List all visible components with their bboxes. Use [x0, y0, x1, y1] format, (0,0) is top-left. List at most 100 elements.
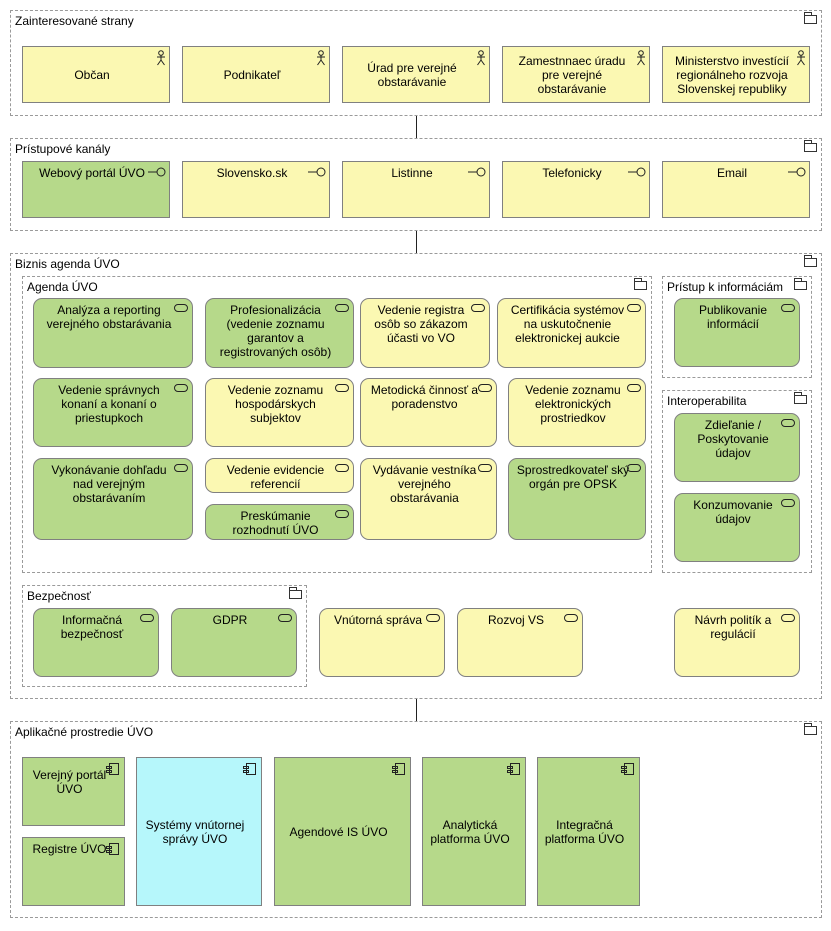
service-icon	[478, 384, 492, 392]
service-box[interactable]: Vedenie registra osôb so zákazom účasti …	[360, 298, 490, 368]
component-box[interactable]: Analytická platforma ÚVO	[422, 757, 526, 906]
connector-line	[416, 116, 417, 138]
service-icon	[335, 384, 349, 392]
actor-label: Ministerstvo investícií regionálneho roz…	[674, 53, 790, 96]
service-box[interactable]: Metodická činnosť a poradenstvo	[360, 378, 497, 447]
service-box[interactable]: Vedenie správnych konaní a konaní o prie…	[33, 378, 193, 447]
channel-label: Webový portál ÚVO	[39, 166, 145, 180]
component-icon	[621, 763, 634, 775]
actor-label: Zamestnnaec úradu pre verejné obstarávan…	[518, 53, 626, 96]
service-box[interactable]: Vydávanie vestníka verejného obstarávani…	[360, 458, 497, 540]
service-box[interactable]: Preskúmanie rozhodnutí ÚVO	[205, 504, 354, 540]
service-label: Vykonávanie dohľadu nad verejným obstará…	[51, 463, 167, 505]
service-icon	[335, 510, 349, 518]
interface-icon	[788, 167, 806, 177]
service-box[interactable]: Vnútorná správa	[319, 608, 445, 677]
service-label: Analýza a reporting verejného obstarávan…	[46, 303, 172, 331]
channel-label: Telefonicky	[542, 166, 602, 180]
service-box[interactable]: Vedenie zoznamu elektronických prostried…	[508, 378, 646, 447]
folder-icon	[804, 723, 817, 735]
service-label: Konzumovanie údajov	[693, 498, 773, 526]
component-icon	[106, 843, 119, 855]
service-icon	[278, 614, 292, 622]
actor-box[interactable]: Podnikateľ	[182, 46, 330, 103]
service-label: Vydávanie vestníka verejného obstarávani…	[372, 463, 477, 505]
service-label: Vedenie registra osôb so zákazom účasti …	[374, 303, 468, 345]
service-label: Zdieľanie / Poskytovanie údajov	[697, 418, 769, 460]
component-box[interactable]: Registre ÚVO	[22, 837, 125, 906]
service-icon	[471, 304, 485, 312]
component-box[interactable]: Integračná platforma ÚVO	[537, 757, 640, 906]
service-label: Sprostredkovateľ ský orgán pre OPSK	[516, 463, 630, 491]
service-label: Preskúmanie rozhodnutí ÚVO	[232, 509, 319, 537]
service-box[interactable]: GDPR	[171, 608, 297, 677]
service-box[interactable]: Sprostredkovateľ ský orgán pre OPSK	[508, 458, 646, 540]
service-box[interactable]: Návrh politík a regulácií	[674, 608, 800, 677]
service-box[interactable]: Profesionalizácia (vedenie zoznamu garan…	[205, 298, 354, 368]
folder-icon	[804, 255, 817, 267]
service-icon	[140, 614, 154, 622]
service-box[interactable]: Publikovanie informácií	[674, 298, 800, 367]
connector-line	[416, 699, 417, 721]
service-icon	[781, 304, 795, 312]
interface-icon	[148, 167, 166, 177]
service-icon	[174, 304, 188, 312]
service-box[interactable]: Vedenie zoznamu hospodárskych subjektov	[205, 378, 354, 447]
component-icon	[392, 763, 405, 775]
component-icon	[106, 763, 119, 775]
group-label: Aplikačné prostredie ÚVO	[15, 725, 154, 739]
folder-icon	[794, 278, 807, 290]
component-box[interactable]: Systémy vnútornej správy ÚVO	[136, 757, 262, 906]
service-box[interactable]: Certifikácia systémov na uskutočnenie el…	[497, 298, 646, 368]
component-icon	[243, 763, 256, 775]
service-box[interactable]: Rozvoj VS	[457, 608, 583, 677]
channel-box[interactable]: Email	[662, 161, 810, 218]
group-label: Bezpečnosť	[27, 589, 91, 603]
service-icon	[781, 419, 795, 427]
service-label: Rozvoj VS	[487, 613, 545, 627]
service-label: Certifikácia systémov na uskutočnenie el…	[510, 303, 625, 345]
component-label: Integračná platforma ÚVO	[544, 817, 625, 846]
service-icon	[564, 614, 578, 622]
component-label: Registre ÚVO	[32, 842, 107, 856]
component-box[interactable]: Verejný portál ÚVO	[22, 757, 125, 826]
service-icon	[627, 304, 641, 312]
service-icon	[478, 464, 492, 472]
folder-icon	[804, 140, 817, 152]
channel-box[interactable]: Listinne	[342, 161, 490, 218]
actor-box[interactable]: Úrad pre verejné obstarávanie	[342, 46, 490, 103]
service-icon	[781, 499, 795, 507]
interface-icon	[468, 167, 486, 177]
folder-icon	[804, 12, 817, 24]
service-box[interactable]: Zdieľanie / Poskytovanie údajov	[674, 413, 800, 482]
connector-line	[416, 231, 417, 253]
channel-box[interactable]: Slovensko.sk	[182, 161, 330, 218]
service-label: Vedenie evidencie referencií	[226, 463, 325, 491]
service-label: Publikovanie informácií	[698, 303, 768, 331]
service-box[interactable]: Vedenie evidencie referencií	[205, 458, 354, 493]
interface-icon	[628, 167, 646, 177]
group-label: Biznis agenda ÚVO	[15, 257, 120, 271]
service-box[interactable]: Vykonávanie dohľadu nad verejným obstará…	[33, 458, 193, 540]
actor-box[interactable]: Zamestnnaec úradu pre verejné obstarávan…	[502, 46, 650, 103]
channel-box[interactable]: Telefonicky	[502, 161, 650, 218]
actor-label: Občan	[74, 67, 110, 82]
service-box[interactable]: Analýza a reporting verejného obstarávan…	[33, 298, 193, 368]
actor-label: Úrad pre verejné obstarávanie	[367, 60, 457, 89]
service-box[interactable]: Informačná bezpečnosť	[33, 608, 159, 677]
service-icon	[174, 384, 188, 392]
actor-box[interactable]: Ministerstvo investícií regionálneho roz…	[662, 46, 810, 103]
service-icon	[627, 464, 641, 472]
channel-box[interactable]: Webový portál ÚVO	[22, 161, 170, 218]
service-label: Profesionalizácia (vedenie zoznamu garan…	[219, 303, 332, 359]
service-label: Návrh politík a regulácií	[694, 613, 772, 641]
actor-icon	[637, 50, 645, 66]
component-icon	[507, 763, 520, 775]
service-label: Vedenie zoznamu hospodárskych subjektov	[227, 383, 324, 425]
service-box[interactable]: Konzumovanie údajov	[674, 493, 800, 562]
actor-box[interactable]: Občan	[22, 46, 170, 103]
component-box[interactable]: Agendové IS ÚVO	[274, 757, 411, 906]
service-label: Vnútorná správa	[333, 613, 423, 627]
channel-label: Email	[716, 166, 747, 180]
actor-icon	[797, 50, 805, 66]
